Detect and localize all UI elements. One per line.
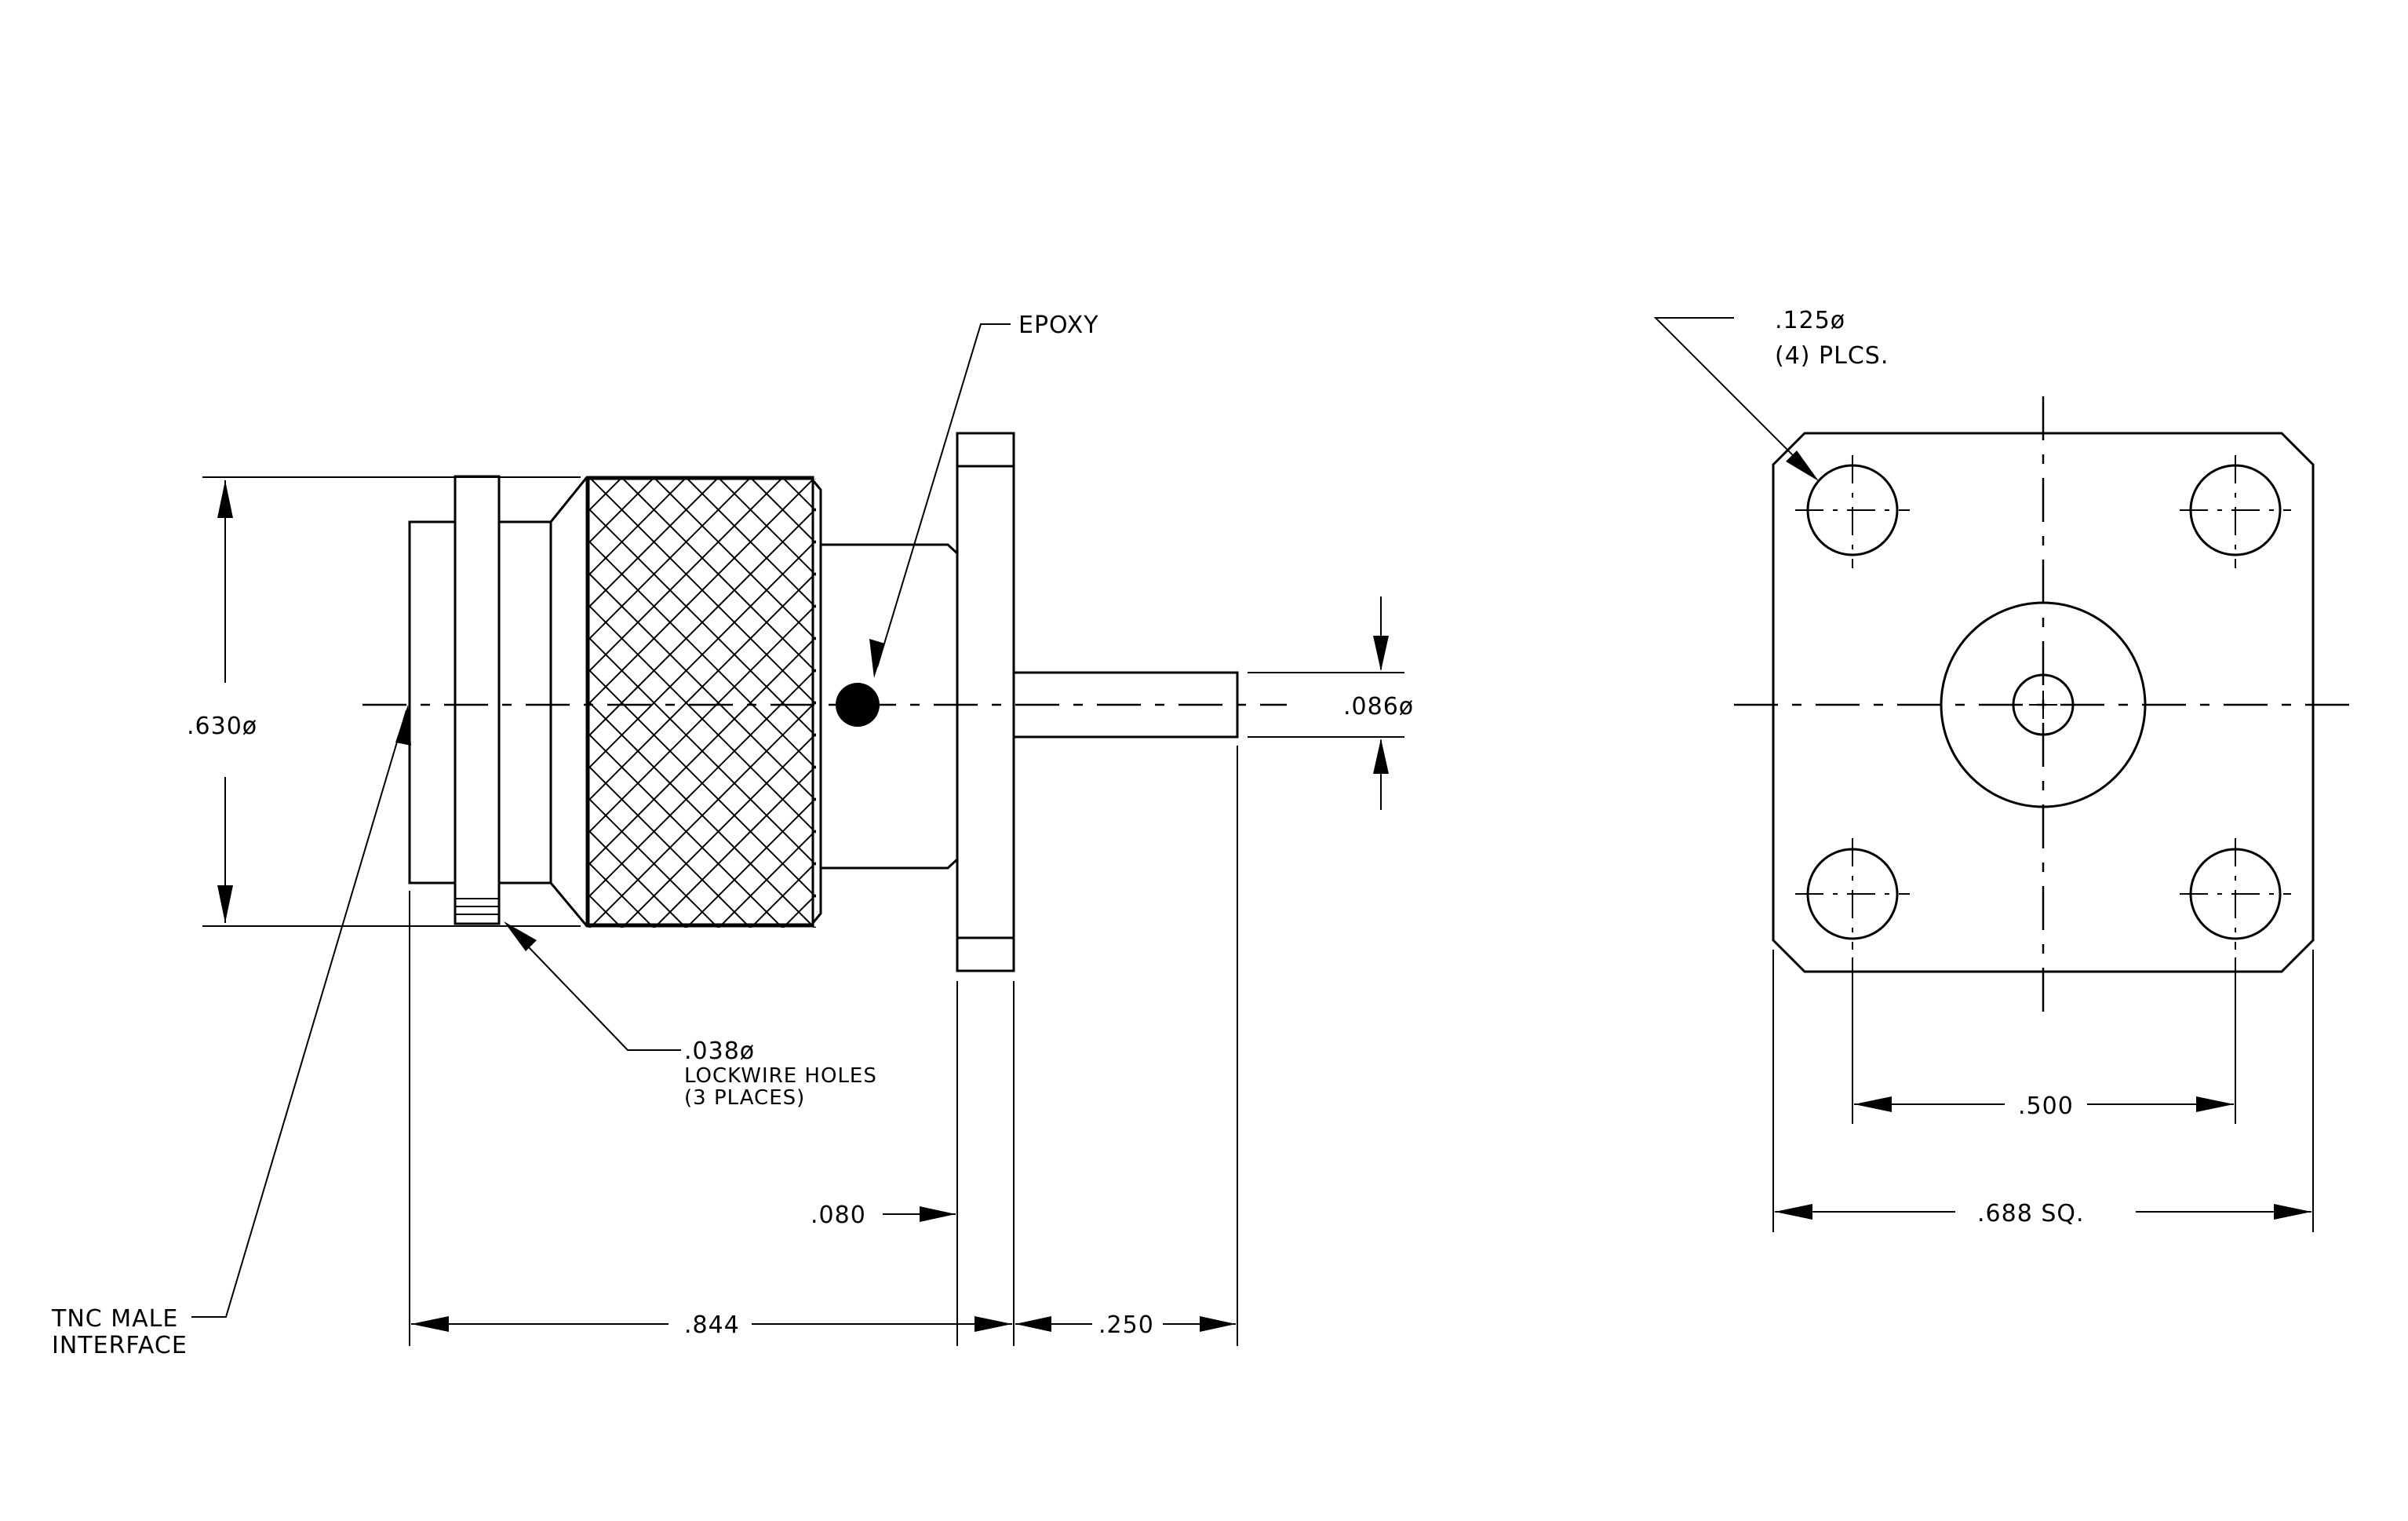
dim-hole-spacing: .500 bbox=[2018, 1092, 2074, 1120]
dim-body-length: .844 bbox=[684, 1311, 740, 1339]
callout-interface-line1: TNC MALE bbox=[51, 1305, 178, 1333]
dim-flange-thickness: .080 bbox=[811, 1202, 866, 1229]
front-view bbox=[1734, 396, 2354, 1012]
epoxy-dot bbox=[836, 683, 880, 727]
coupling-neck bbox=[497, 520, 552, 885]
mounting-hole-top-left bbox=[1795, 455, 1910, 568]
flange-square bbox=[1772, 432, 2315, 973]
dim-flange-square: .688 SQ. bbox=[1977, 1200, 2085, 1227]
side-view-dimensions: .630ø .086ø .080 .844 .250 bbox=[187, 476, 1414, 1346]
side-view-callouts: EPOXY .038ø LOCKWIRE HOLES (3 PLACES) TN… bbox=[51, 312, 1099, 1359]
mounting-hole-top-right bbox=[2180, 455, 2291, 568]
callout-lockwire-diameter: .038ø bbox=[684, 1038, 755, 1065]
flange-side bbox=[956, 432, 1015, 972]
dim-pin-length: .250 bbox=[1098, 1311, 1154, 1339]
callout-lockwire-count: (3 PLACES) bbox=[684, 1086, 805, 1110]
mounting-hole-bottom-left bbox=[1795, 838, 1910, 950]
lockwire-ring bbox=[454, 475, 501, 925]
dim-body-diameter: .630ø bbox=[187, 713, 257, 740]
center-contact-circle bbox=[2012, 673, 2075, 736]
dim-pin-diameter: .086ø bbox=[1343, 693, 1414, 720]
front-view-dimensions: .125ø (4) PLCS. .500 .688 SQ. bbox=[1653, 307, 2314, 1232]
callout-lockwire-label: LOCKWIRE HOLES bbox=[684, 1064, 877, 1088]
center-pin bbox=[1012, 671, 1239, 739]
callout-hole-count: (4) PLCS. bbox=[1775, 342, 1889, 370]
mounting-hole-bottom-right bbox=[2180, 838, 2291, 950]
interface-body bbox=[408, 520, 457, 885]
callout-interface-line2: INTERFACE bbox=[52, 1332, 188, 1359]
dielectric-circle bbox=[1940, 601, 2147, 808]
callout-epoxy: EPOXY bbox=[1018, 312, 1099, 339]
knurled-coupling-nut bbox=[588, 479, 816, 928]
callout-hole-diameter: .125ø bbox=[1775, 307, 1845, 334]
side-view bbox=[362, 432, 1287, 972]
